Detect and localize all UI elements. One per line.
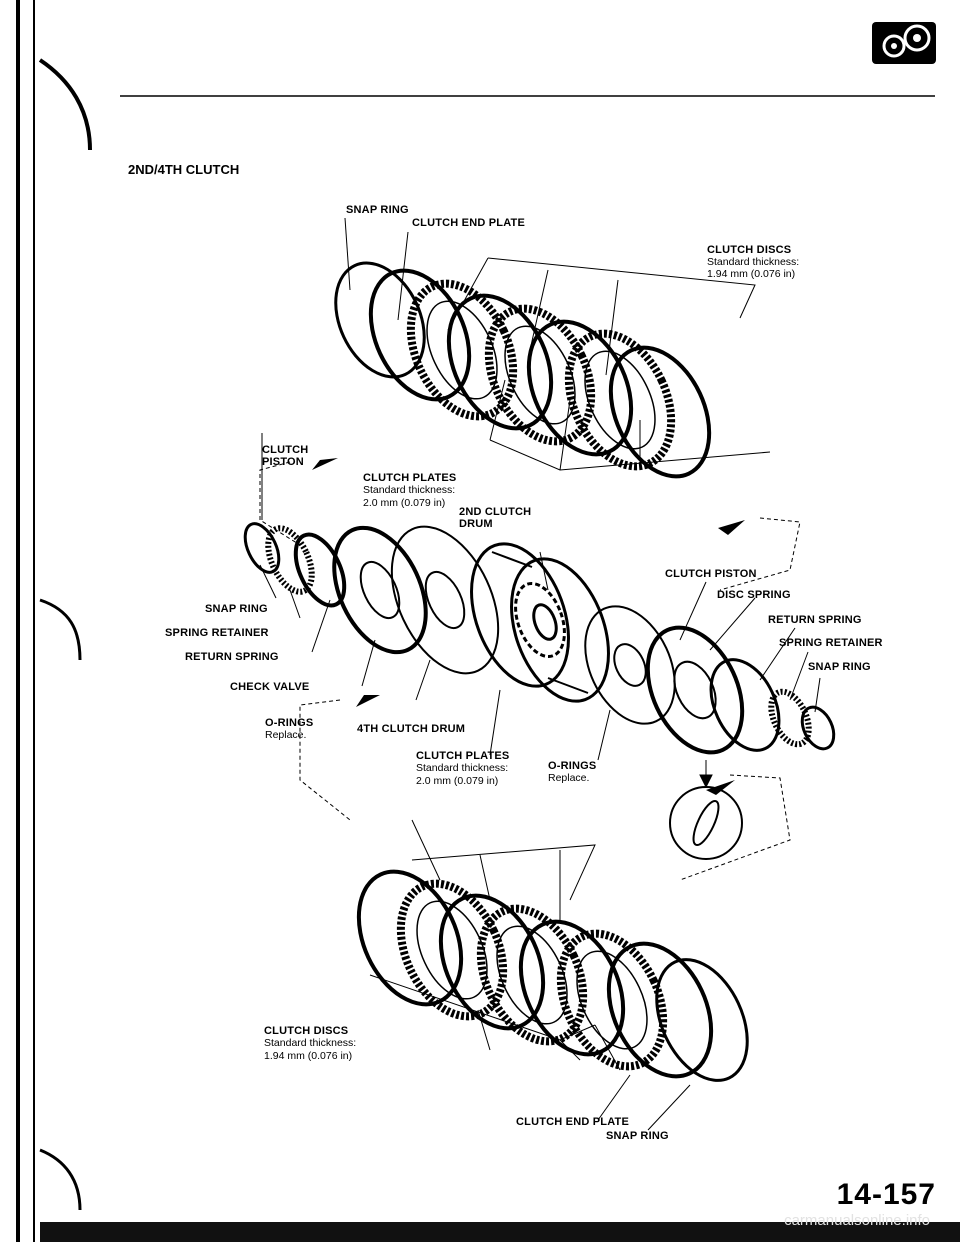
label-2nd-clutch-drum-1: 2ND CLUTCH xyxy=(459,506,532,518)
watermark: carmanualsonline.info xyxy=(784,1212,930,1229)
footer-bar xyxy=(40,1222,960,1242)
assembly-arrows xyxy=(259,461,801,881)
binding-margin xyxy=(16,0,92,1242)
page-number: 14-157 xyxy=(836,1178,936,1211)
label-clutch-piston-top-1: CLUTCH xyxy=(262,444,309,456)
label-clutch-plates-bottom-spec1: Standard thickness: xyxy=(416,762,509,774)
right-piston-assembly xyxy=(584,605,836,860)
label-clutch-discs-top: CLUTCH DISCS xyxy=(707,244,792,256)
label-o-rings-right: O-RINGS xyxy=(548,760,597,772)
label-snap-ring-left: SNAP RING xyxy=(205,603,268,615)
label-clutch-plates-top-spec1: Standard thickness: xyxy=(363,484,456,496)
arrow-heads xyxy=(312,458,745,795)
label-4th-clutch-drum: 4TH CLUTCH DRUM xyxy=(357,723,466,735)
section-title: 2ND/4TH CLUTCH xyxy=(128,162,240,177)
clutch-drum xyxy=(470,542,610,703)
label-snap-ring-right: SNAP RING xyxy=(808,661,871,673)
label-snap-ring-top: SNAP RING xyxy=(346,204,409,216)
label-clutch-piston-top-2: PISTON xyxy=(262,456,304,468)
label-o-rings-left: O-RINGS xyxy=(265,717,314,729)
label-snap-ring-bottom: SNAP RING xyxy=(606,1130,669,1142)
label-clutch-piston-right: CLUTCH PISTON xyxy=(665,568,757,580)
label-clutch-discs-bottom: CLUTCH DISCS xyxy=(264,1025,349,1037)
label-clutch-discs-bottom-spec2: 1.94 mm (0.076 in) xyxy=(264,1050,353,1062)
label-spring-retainer-left: SPRING RETAINER xyxy=(165,627,269,639)
label-clutch-end-plate-top: CLUTCH END PLATE xyxy=(412,217,525,229)
label-clutch-discs-top-spec1: Standard thickness: xyxy=(707,256,800,268)
label-disc-spring: DISC SPRING xyxy=(717,589,791,601)
label-spring-retainer-right: SPRING RETAINER xyxy=(779,637,883,649)
middle-callouts xyxy=(259,433,821,761)
top-clutch-pack xyxy=(334,217,771,479)
bottom-clutch-pack xyxy=(356,819,749,1131)
gear-icon xyxy=(872,22,936,64)
label-clutch-discs-bottom-spec1: Standard thickness: xyxy=(264,1037,357,1049)
label-return-spring-right: RETURN SPRING xyxy=(768,614,862,626)
label-o-rings-left-note: Replace. xyxy=(265,729,307,741)
left-piston-assembly xyxy=(243,522,500,675)
label-clutch-end-plate-bottom: CLUTCH END PLATE xyxy=(516,1116,629,1128)
label-check-valve: CHECK VALVE xyxy=(230,681,310,693)
label-return-spring-left: RETURN SPRING xyxy=(185,651,279,663)
label-clutch-plates-bottom-spec2: 2.0 mm (0.079 in) xyxy=(416,775,499,787)
label-2nd-clutch-drum-2: DRUM xyxy=(459,518,493,530)
label-clutch-plates-top: CLUTCH PLATES xyxy=(363,472,457,484)
label-clutch-plates-top-spec2: 2.0 mm (0.079 in) xyxy=(363,497,446,509)
label-clutch-discs-top-spec2: 1.94 mm (0.076 in) xyxy=(707,268,796,280)
label-o-rings-right-note: Replace. xyxy=(548,772,590,784)
label-clutch-plates-bottom: CLUTCH PLATES xyxy=(416,750,510,762)
